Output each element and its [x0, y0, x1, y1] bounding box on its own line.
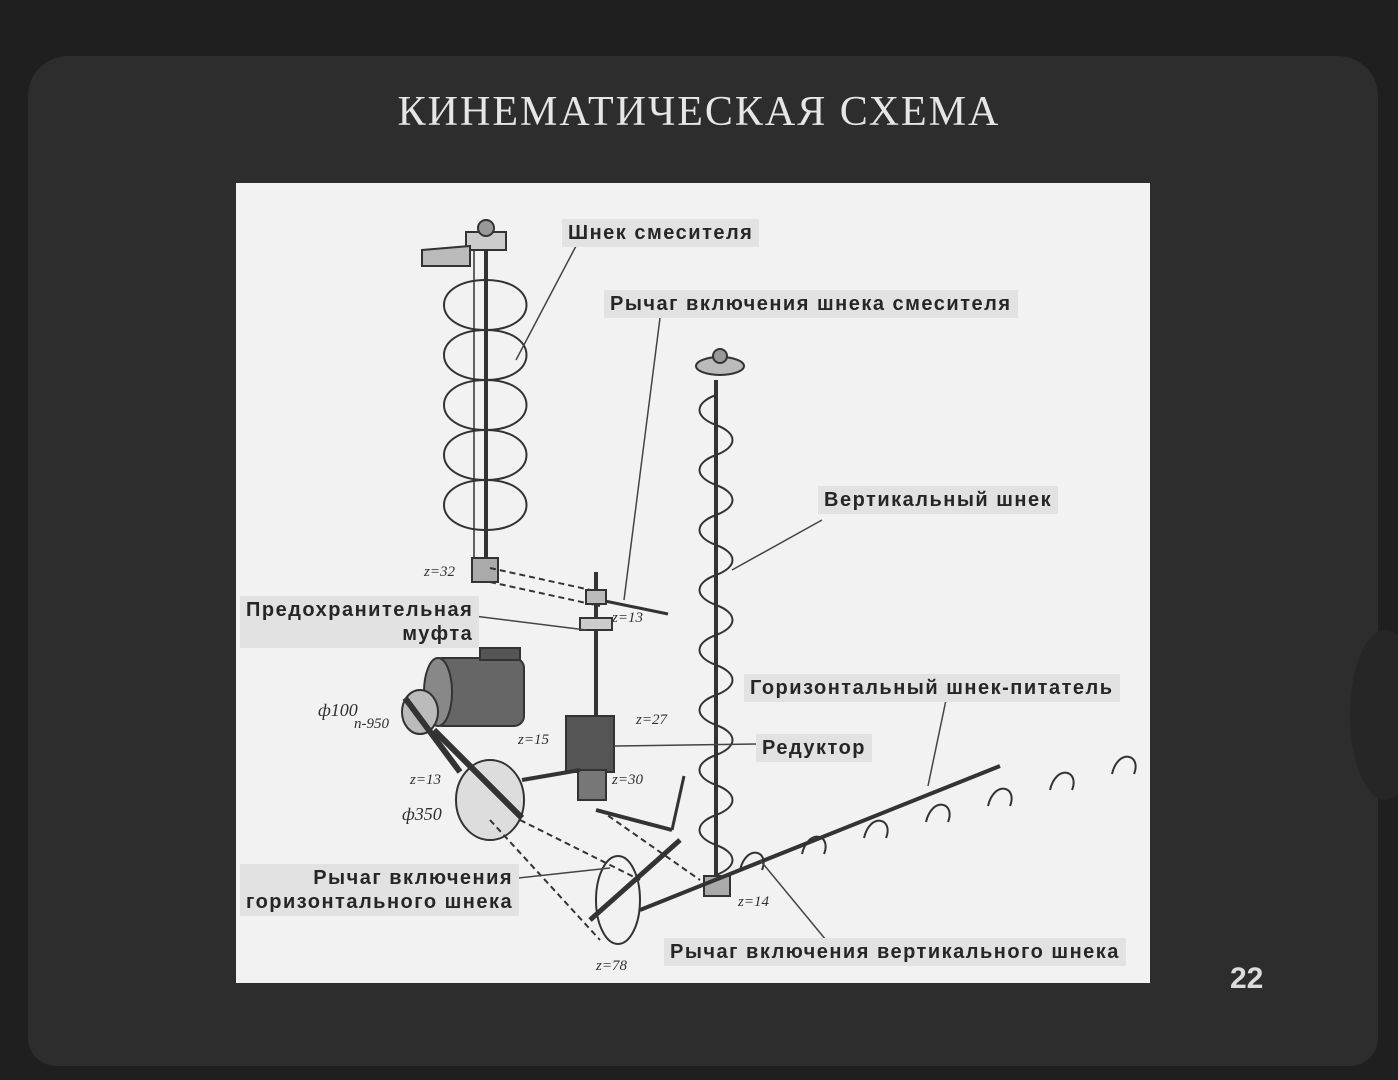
note-n950: n-950: [354, 716, 389, 732]
horizontal-feeder-auger: [639, 755, 1137, 912]
mixer-lever-rod: [599, 598, 669, 616]
note-phi350: ф350: [402, 804, 442, 824]
note-z13-top: z=13: [612, 610, 643, 626]
note-z30: z=30: [612, 772, 643, 788]
note-z32: z=32: [424, 564, 455, 580]
label-vertical-auger: Вертикальный шнек: [818, 486, 1059, 514]
note-phi100: ф100: [318, 700, 358, 720]
motor: [423, 647, 525, 727]
label-mixer-lever: Рычаг включения шнека смесителя: [604, 290, 1018, 318]
note-z27: z=27: [636, 712, 667, 728]
mixer-chain: [489, 567, 601, 607]
note-z14: z=14: [738, 894, 769, 910]
note-z15: z=15: [518, 732, 549, 748]
slide-title: КИНЕМАТИЧЕСКАЯ СХЕМА: [397, 89, 1001, 135]
belt-drive: [401, 689, 581, 841]
label-reducer: Редуктор: [756, 734, 873, 762]
mixer-auger: [421, 219, 528, 583]
label-horizontal-lever: Рычаг включения горизонтального шнека: [240, 864, 520, 916]
clutch-shaft: [579, 572, 613, 720]
label-safety-clutch: Предохранительная муфта: [240, 596, 480, 648]
frame-notch: [1350, 630, 1398, 800]
label-mixer-auger: Шнек смесителя: [562, 219, 760, 247]
horizontal-lever-rod: [588, 838, 682, 922]
note-z13-low: z=13: [410, 772, 441, 788]
page-number: 22: [1230, 962, 1264, 995]
label-horizontal-feeder: Горизонтальный шнек-питатель: [744, 674, 1120, 702]
label-vertical-lever: Рычаг включения вертикального шнека: [664, 938, 1126, 966]
sprocket-z78: [595, 855, 641, 945]
lower-chain: [489, 809, 701, 941]
vertical-auger: [695, 348, 745, 897]
reducer-body: [565, 715, 615, 801]
note-z78: z=78: [596, 958, 627, 974]
vertical-lever-rod: [595, 808, 673, 832]
